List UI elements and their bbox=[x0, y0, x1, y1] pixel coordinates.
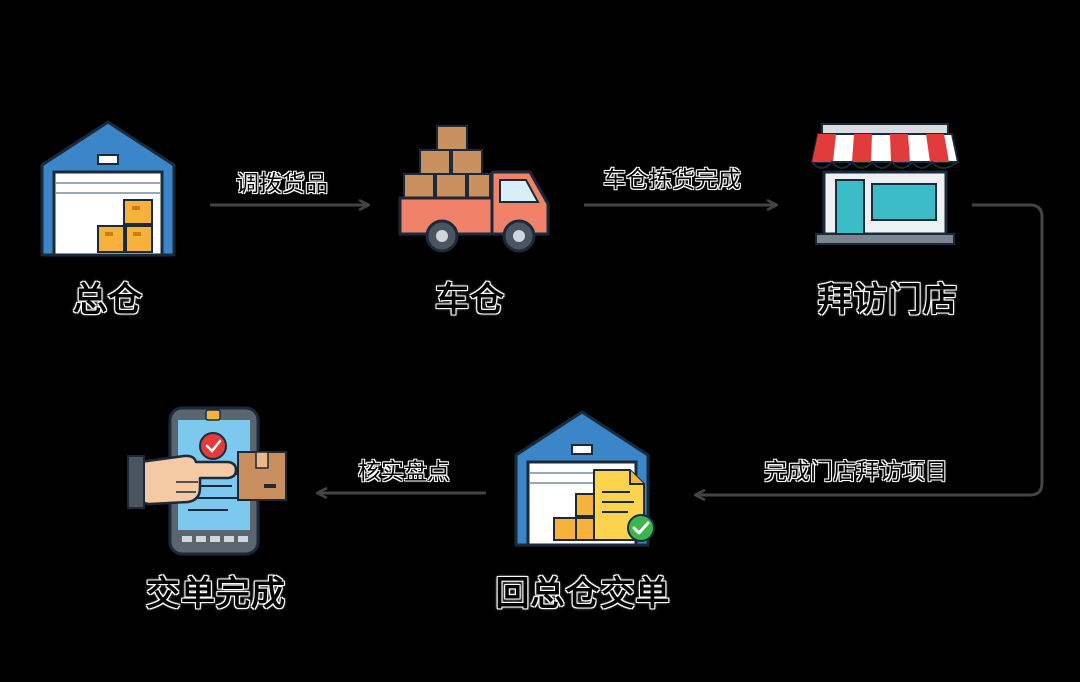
edge-label-picking-done: 车仓拣货完成 bbox=[603, 167, 741, 193]
edge-label-verify: 核实盘点 bbox=[358, 459, 450, 485]
node-label-order-complete: 交单完成 bbox=[146, 574, 286, 614]
phone-checklist-icon bbox=[127, 406, 287, 556]
storefront-icon bbox=[810, 123, 960, 245]
node-label-truck-warehouse: 车仓 bbox=[435, 280, 505, 320]
warehouse-document-icon bbox=[514, 410, 655, 547]
node-label-store-visit: 拜访门店 bbox=[818, 280, 958, 320]
box-stack bbox=[97, 199, 153, 253]
awning bbox=[810, 133, 960, 169]
pointing-hand bbox=[127, 454, 238, 509]
edge-label-allocate: 调拨货品 bbox=[236, 171, 328, 197]
arrow-visit-done bbox=[696, 203, 1044, 495]
keypad bbox=[182, 536, 248, 542]
warehouse-icon bbox=[40, 120, 176, 257]
check-badge-icon bbox=[627, 514, 655, 542]
package-box bbox=[237, 451, 287, 501]
edge-label-visit-done: 完成门店拜访项目 bbox=[764, 459, 948, 485]
truck-icon bbox=[398, 125, 550, 253]
node-label-main-warehouse: 总仓 bbox=[73, 280, 143, 320]
node-label-return-handover: 回总仓交单 bbox=[495, 574, 671, 614]
cargo-boxes bbox=[403, 125, 491, 199]
